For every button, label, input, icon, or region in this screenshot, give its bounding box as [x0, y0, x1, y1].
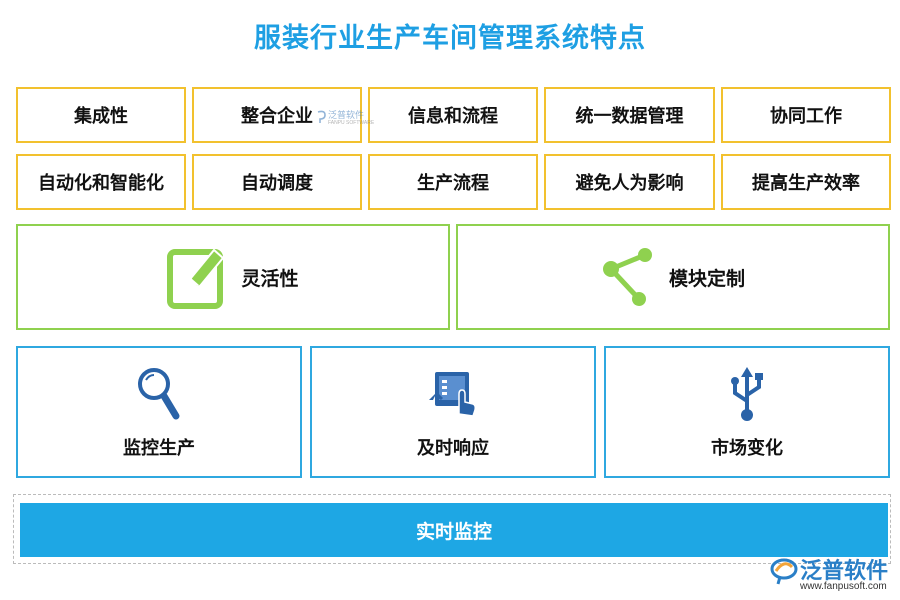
logo-name: 泛普软件 — [800, 559, 889, 584]
watermark-sub: FANPU SOFTWARE — [328, 120, 375, 126]
brand-logo: 泛普软件 www.fanpusoft.com — [770, 553, 895, 597]
feature-label: 统一数据管理 — [575, 106, 684, 127]
feature-box: 生产流程 — [368, 154, 538, 210]
feature-label: 自动化和智能化 — [38, 173, 164, 194]
capability-box-market: 市场变化 — [604, 346, 890, 478]
feature-label: 生产流程 — [417, 173, 489, 194]
highlight-box-flexibility: 灵活性 — [16, 224, 450, 330]
bottom-bar-label: 实时监控 — [415, 520, 492, 543]
feature-box: 协同工作 — [721, 87, 891, 143]
watermark: 泛普软件 FANPU SOFTWARE — [316, 108, 374, 134]
edit-icon — [167, 248, 225, 309]
capability-label: 监控生产 — [123, 438, 195, 459]
feature-box: 避免人为影响 — [544, 154, 715, 210]
fanpu-logo-icon — [770, 558, 798, 585]
touch-icon — [429, 372, 476, 417]
highlight-label: 灵活性 — [241, 267, 299, 290]
bottom-bar-frame — [13, 494, 891, 564]
feature-label: 整合企业 — [241, 106, 313, 127]
realtime-monitoring-bar: 实时监控 — [20, 503, 888, 557]
highlight-box-module-customization: 模块定制 — [456, 224, 890, 330]
feature-box: 整合企业 — [192, 87, 362, 143]
share-icon — [602, 248, 652, 306]
feature-box: 信息和流程 — [368, 87, 538, 143]
capability-box-monitor: 监控生产 — [16, 346, 302, 478]
feature-label: 协同工作 — [770, 106, 842, 127]
watermark-name: 泛普软件 — [328, 111, 365, 121]
feature-label: 集成性 — [74, 106, 128, 127]
capability-box-response: 及时响应 — [310, 346, 596, 478]
feature-label: 自动调度 — [241, 173, 313, 194]
highlight-label: 模块定制 — [668, 267, 745, 290]
feature-box: 统一数据管理 — [544, 87, 715, 143]
feature-label: 提高生产效率 — [752, 173, 860, 194]
usb-icon — [731, 367, 763, 421]
feature-box: 提高生产效率 — [721, 154, 891, 210]
search-icon — [138, 368, 180, 420]
watermark-logo-icon — [317, 110, 326, 123]
logo-url: www.fanpusoft.com — [800, 581, 887, 592]
capability-label: 市场变化 — [711, 438, 783, 459]
page-title: 服装行业生产车间管理系统特点 — [254, 23, 646, 54]
feature-box: 自动化和智能化 — [16, 154, 186, 210]
feature-label: 避免人为影响 — [575, 173, 684, 194]
feature-label: 信息和流程 — [408, 106, 498, 127]
capability-label: 及时响应 — [417, 438, 489, 459]
feature-box: 集成性 — [16, 87, 186, 143]
feature-box: 自动调度 — [192, 154, 362, 210]
